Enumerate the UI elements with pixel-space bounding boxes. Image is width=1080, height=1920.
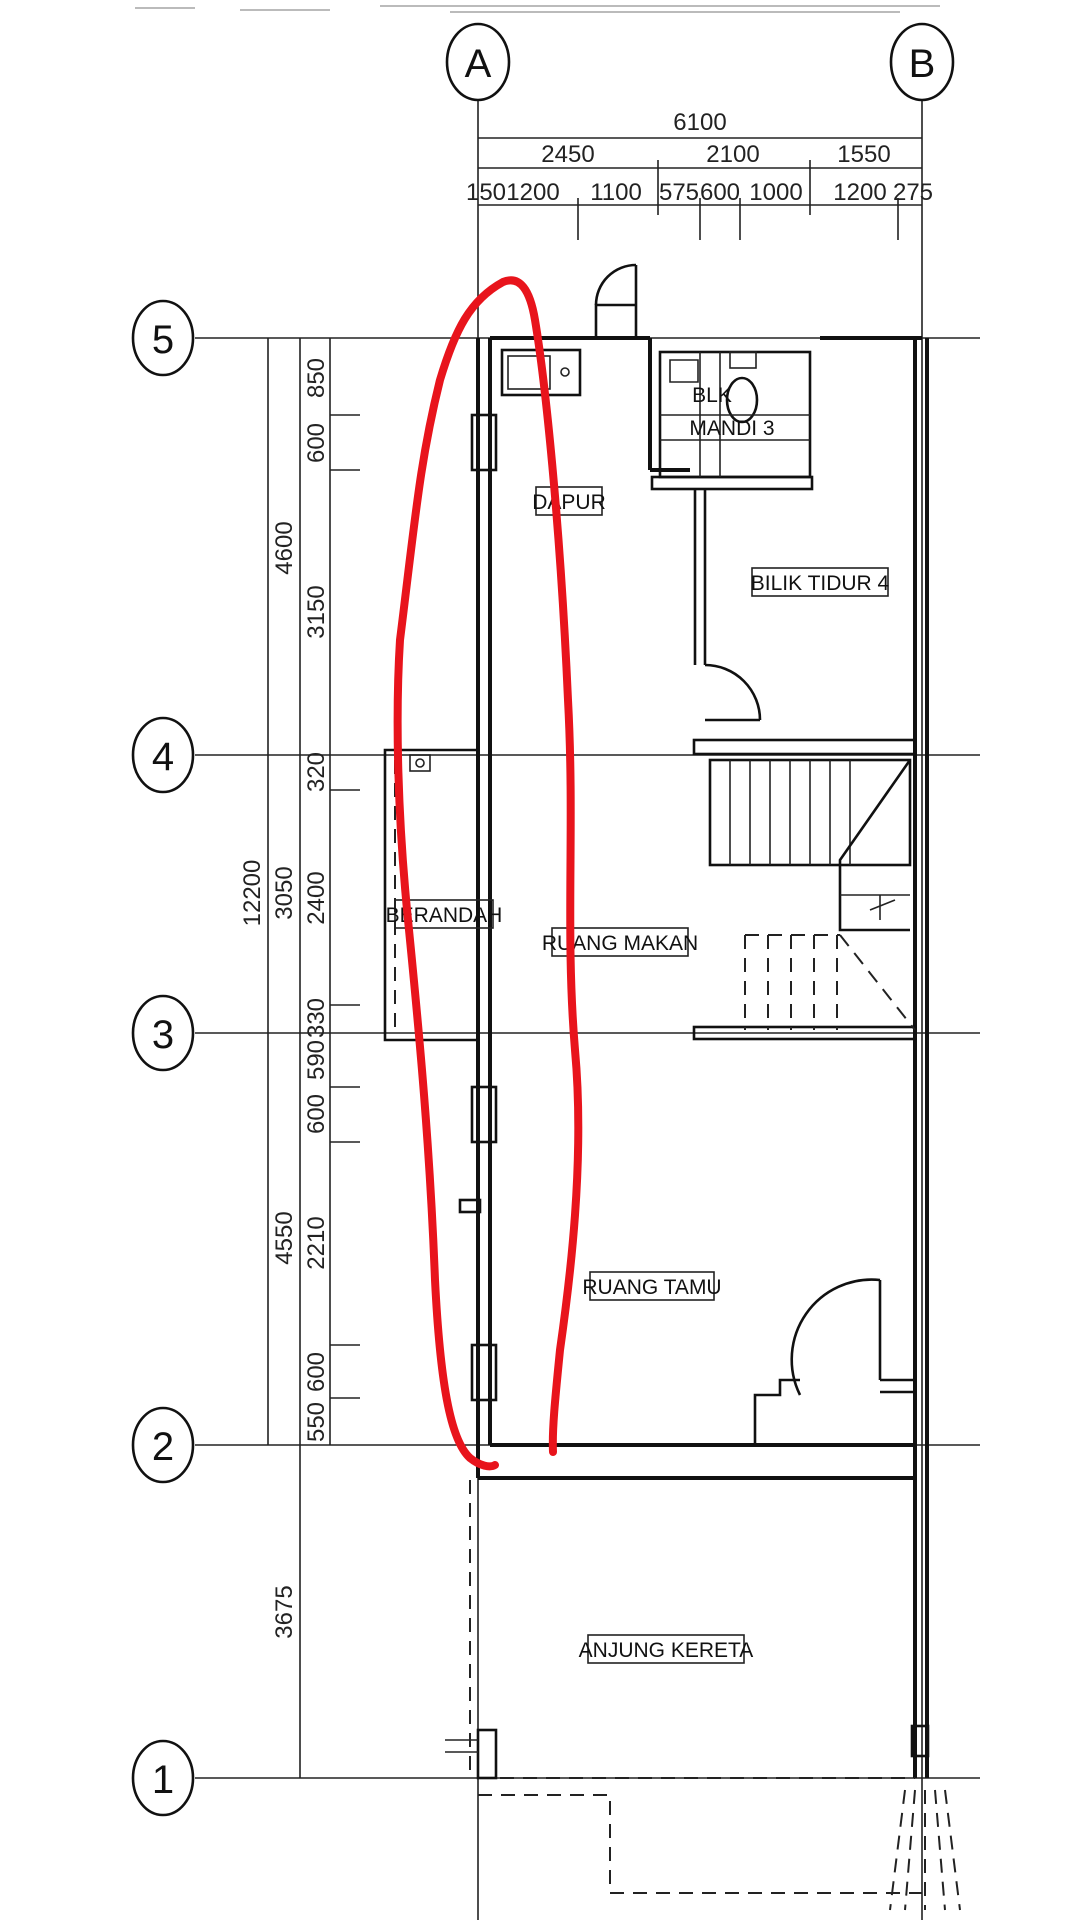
row-label-2: 2 bbox=[152, 1425, 174, 1469]
dim-left-3050: 3050 bbox=[271, 866, 298, 919]
row-bubble-3: 3 bbox=[131, 994, 195, 1072]
dim-top-1000: 1000 bbox=[749, 179, 802, 206]
windows bbox=[458, 413, 498, 1402]
staircase bbox=[708, 758, 916, 1031]
label-bilik-tidur: BILIK TIDUR 4 bbox=[751, 572, 890, 595]
dim-left-total: 12200 bbox=[239, 860, 266, 927]
dim-left-600a: 600 bbox=[303, 423, 330, 463]
label-ruang-makan: RUANG MAKAN bbox=[542, 932, 698, 955]
dim-top-total: 6100 bbox=[673, 109, 726, 136]
dim-top-575: 575 bbox=[659, 179, 699, 206]
dim-top-275: 275 bbox=[893, 179, 933, 206]
dim-left-4600: 4600 bbox=[271, 521, 298, 574]
bathroom-fixtures bbox=[658, 350, 812, 479]
dim-top-150: 150 bbox=[466, 179, 506, 206]
dim-top-600: 600 bbox=[700, 179, 740, 206]
dim-left-850: 850 bbox=[303, 358, 330, 398]
walls bbox=[476, 336, 929, 1778]
dim-left-2400: 2400 bbox=[303, 871, 330, 924]
label-anjung-kereta: ANJUNG KERETA bbox=[579, 1639, 754, 1662]
label-mandi: MANDI 3 bbox=[689, 417, 774, 440]
carport-outline bbox=[445, 1480, 961, 1911]
dim-left-590: 590 bbox=[303, 1040, 330, 1080]
column-bubble-a: A bbox=[445, 22, 511, 102]
dim-left-600b: 600 bbox=[303, 1094, 330, 1134]
header-noise bbox=[135, 5, 940, 13]
row-bubble-2: 2 bbox=[131, 1406, 195, 1484]
room-labels: DAPUR BLK MANDI 3 BILIK TIDUR 4 BERANDAH… bbox=[386, 384, 890, 1664]
doors bbox=[594, 263, 882, 1396]
column-label-a: A bbox=[465, 42, 492, 86]
dim-left-330: 330 bbox=[303, 998, 330, 1038]
label-berandah: BERANDAH bbox=[386, 904, 503, 927]
row-bubble-5: 5 bbox=[131, 299, 195, 377]
column-bubble-b: B bbox=[889, 22, 955, 102]
dim-left-320: 320 bbox=[303, 752, 330, 792]
berandah-outline bbox=[383, 748, 478, 1042]
dim-left-4550: 4550 bbox=[271, 1211, 298, 1264]
red-markup-loop bbox=[393, 276, 583, 1471]
dim-left-3150: 3150 bbox=[303, 585, 330, 638]
row-label-1: 1 bbox=[152, 1758, 174, 1802]
dim-left-3675: 3675 bbox=[271, 1585, 298, 1638]
dim-top-1200b: 1200 bbox=[833, 179, 886, 206]
label-ruang-tamu: RUANG TAMU bbox=[582, 1276, 721, 1299]
left-dimensions: 12200 4600 3050 4550 3675 850 600 3150 3… bbox=[239, 338, 360, 1778]
row-label-4: 4 bbox=[152, 735, 174, 779]
row-bubble-4: 4 bbox=[131, 716, 195, 794]
dim-left-600c: 600 bbox=[303, 1352, 330, 1392]
row-label-5: 5 bbox=[152, 318, 174, 362]
dim-top-2450: 2450 bbox=[541, 141, 594, 168]
top-dimensions: 6100 2450 2100 1550 150 1200 1100 575 60… bbox=[466, 109, 933, 240]
dim-top-1550: 1550 bbox=[837, 141, 890, 168]
label-dapur: DAPUR bbox=[532, 491, 606, 514]
dim-top-1100: 1100 bbox=[590, 179, 642, 206]
dim-top-2100: 2100 bbox=[706, 141, 759, 168]
row-label-3: 3 bbox=[152, 1013, 174, 1057]
dim-top-1200a: 1200 bbox=[506, 179, 559, 206]
dim-left-550: 550 bbox=[303, 1402, 330, 1442]
dim-left-2210: 2210 bbox=[303, 1216, 330, 1269]
toilet-icon bbox=[725, 376, 759, 424]
column-label-b: B bbox=[909, 42, 936, 86]
row-bubble-1: 1 bbox=[131, 1739, 195, 1817]
label-blk: BLK bbox=[692, 384, 732, 407]
